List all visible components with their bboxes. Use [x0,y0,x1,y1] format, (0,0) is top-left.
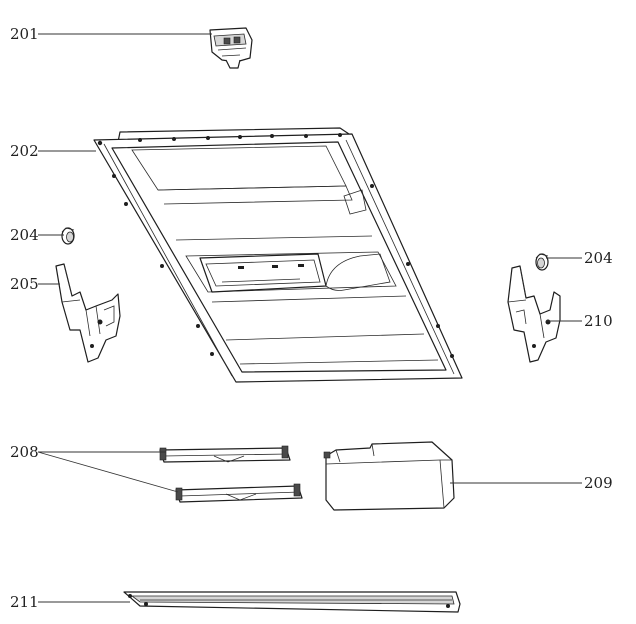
label-201: 201 [10,25,39,43]
part-202-inner-door-panel [93,127,463,383]
label-211: 211 [10,593,39,611]
part-204-left-bushing [61,227,75,245]
leader-208-lower [37,451,179,493]
label-204-left: 204 [10,226,39,244]
label-210: 210 [584,312,613,330]
label-205: 205 [10,275,39,293]
part-208-lower-trim [175,483,303,503]
part-204-right-bushing [535,253,549,271]
label-202: 202 [10,142,39,160]
leader-lines [37,33,582,603]
part-210-right-hinge [507,265,561,363]
label-208: 208 [10,443,39,461]
part-labels: 201 202 204 205 204 210 208 209 211 [10,25,613,611]
part-201-door-lock [209,27,253,69]
panel-mounting-holes [97,133,454,358]
label-209: 209 [584,474,613,492]
part-211-bottom-rail [123,591,461,613]
part-209-cover-box [323,441,455,511]
part-205-left-hinge [55,263,121,363]
label-204-right: 204 [584,249,613,267]
part-208-upper-trim [159,445,291,463]
